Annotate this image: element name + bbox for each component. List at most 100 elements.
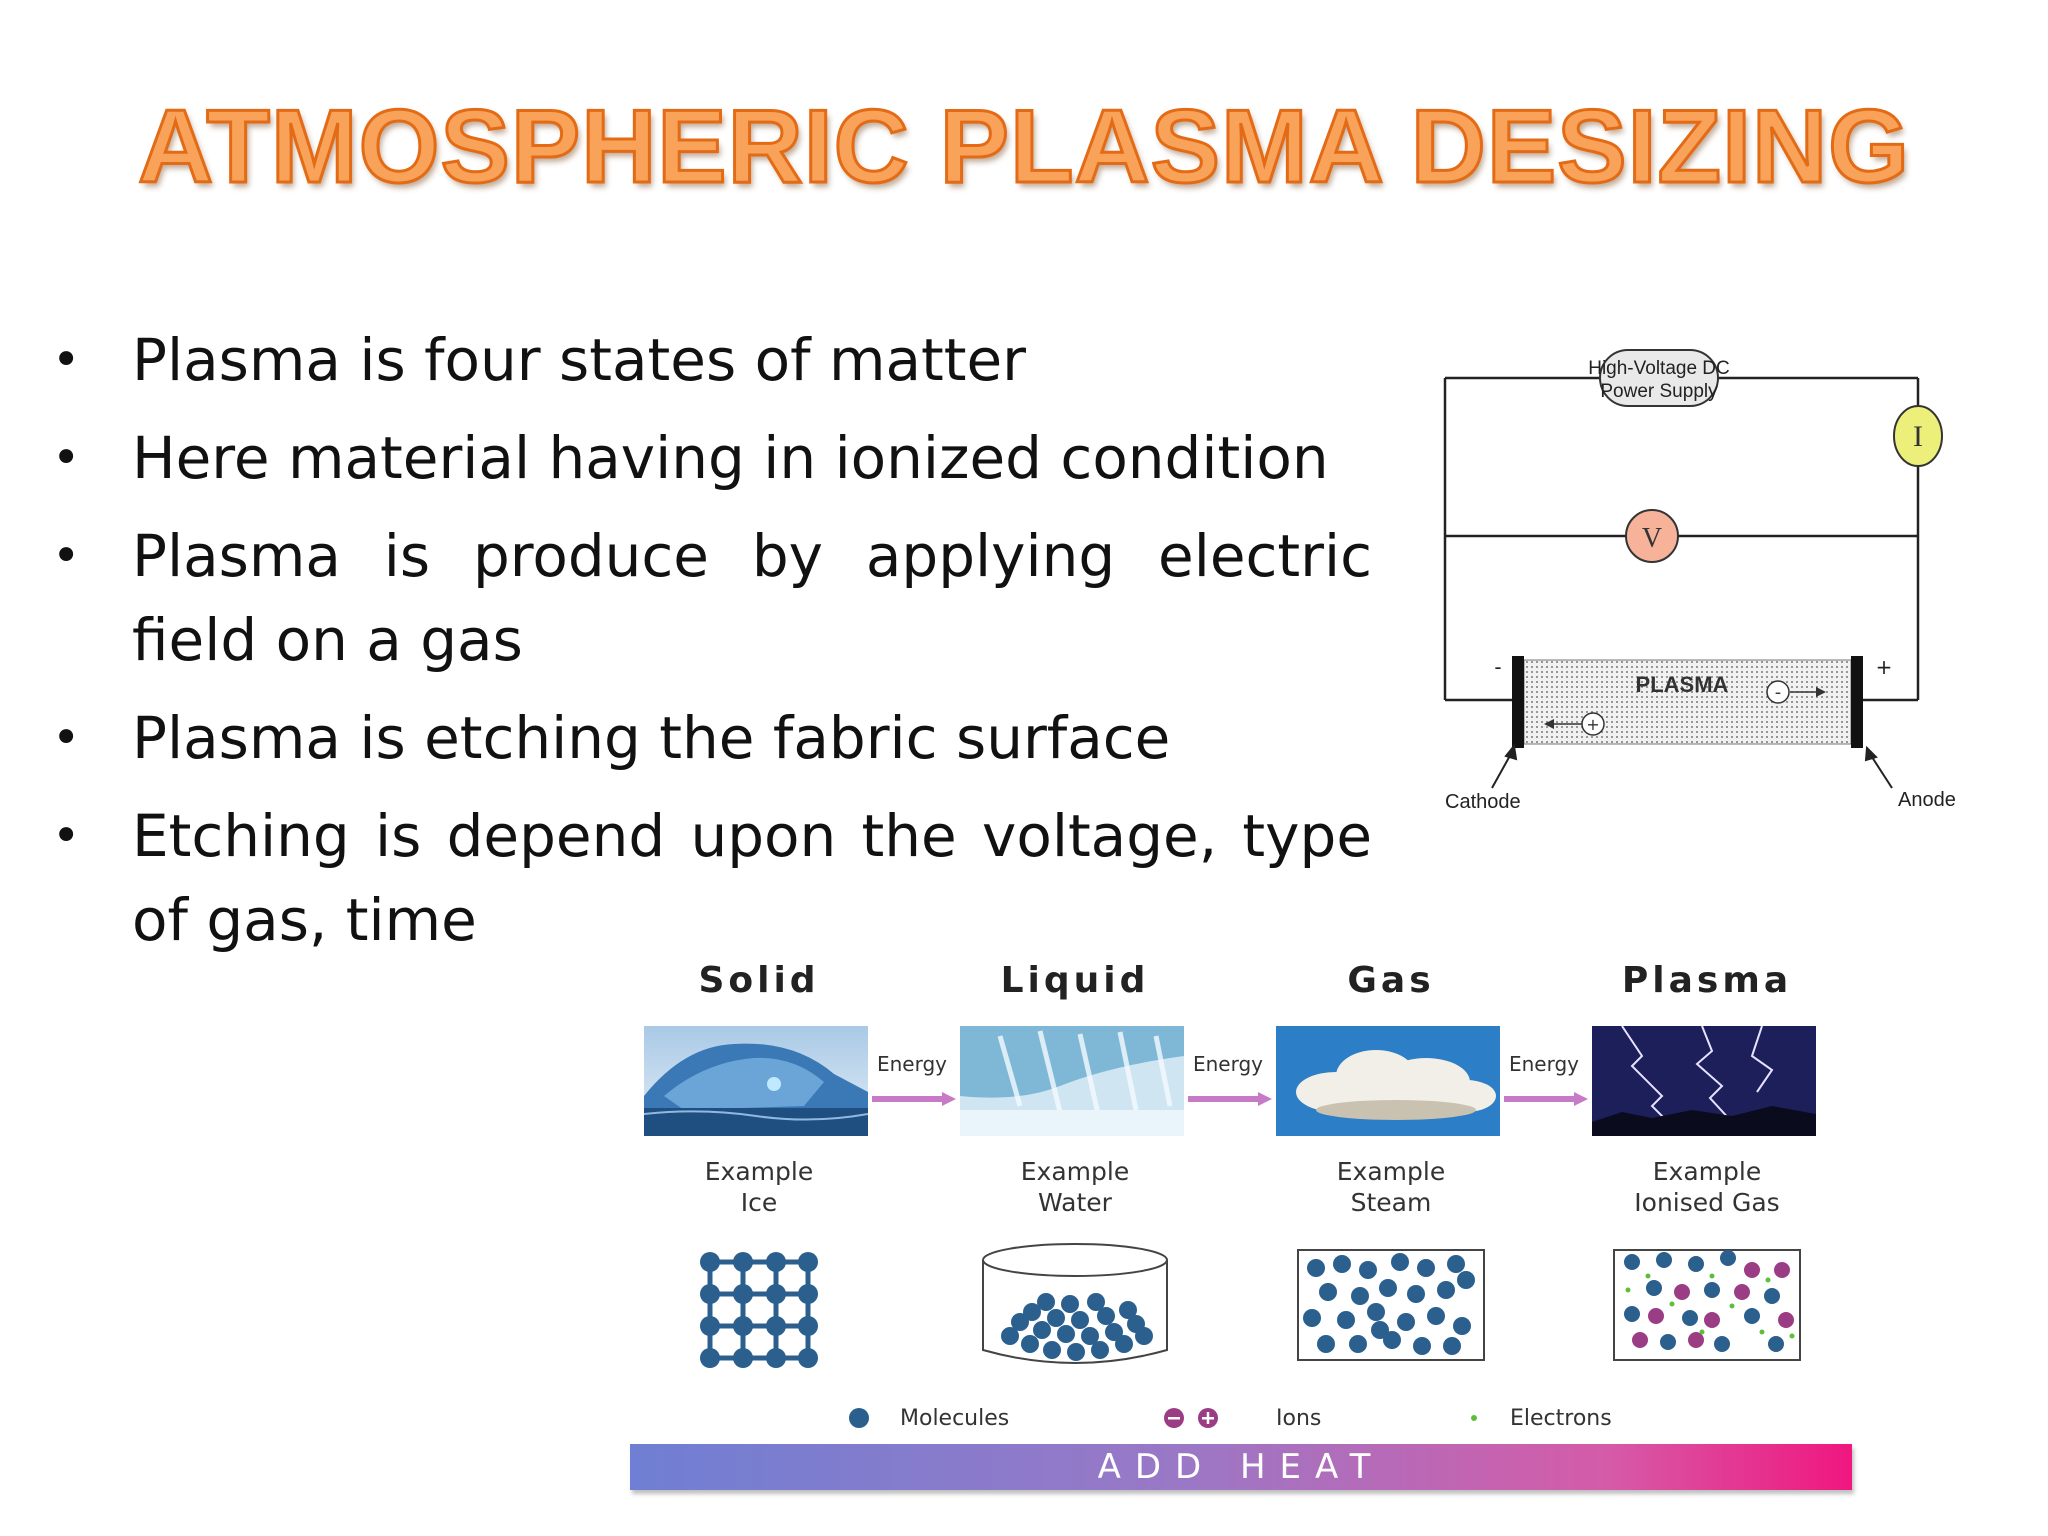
- ion-dot: [1632, 1332, 1648, 1348]
- molecule-dot: [1744, 1308, 1760, 1324]
- example-label: Example: [1336, 1157, 1446, 1186]
- molecule-dot: [1105, 1323, 1123, 1341]
- bullet-item: •Plasma is four states of matter: [52, 318, 1372, 402]
- molecule-dot: [1037, 1293, 1055, 1311]
- molecule-dot: [1660, 1334, 1676, 1350]
- current-meter-label: I: [1913, 420, 1923, 453]
- ion-dot: [1674, 1284, 1690, 1300]
- molecule-dot: [1688, 1256, 1704, 1272]
- bullet-marker: •: [52, 430, 81, 486]
- molecule-dot: [1021, 1335, 1039, 1353]
- bullet-marker: •: [52, 710, 81, 766]
- molecule-dot: [1407, 1285, 1425, 1303]
- energy-label: Energy: [1192, 1052, 1264, 1076]
- molecule-legend-icon: [849, 1408, 869, 1428]
- molecule-dot: [1646, 1280, 1662, 1296]
- molecule-dot: [1371, 1321, 1389, 1339]
- example-value: Steam: [1350, 1188, 1432, 1217]
- bullet-item: • Here material having in ionized conditi…: [52, 416, 1372, 500]
- ion-dot: [1774, 1262, 1790, 1278]
- molecule-dot: [733, 1252, 753, 1272]
- molecule-dot: [700, 1284, 720, 1304]
- energy-label: Energy: [876, 1052, 948, 1076]
- molecule-dot: [1047, 1309, 1065, 1327]
- ion-dot: [1688, 1332, 1704, 1348]
- bullet-text: Etching is depend upon the voltage, type…: [132, 802, 1372, 954]
- bullet-text: Plasma is produce by applying electric f…: [132, 522, 1372, 674]
- energy-label: Energy: [1508, 1052, 1580, 1076]
- molecule-dot: [766, 1348, 786, 1368]
- molecule-dot: [1427, 1307, 1445, 1325]
- molecule-dot: [1023, 1303, 1041, 1321]
- ion-dot: [1744, 1262, 1760, 1278]
- molecule-dot: [1337, 1311, 1355, 1329]
- molecule-dot: [1091, 1341, 1109, 1359]
- molecule-dot: [1768, 1336, 1784, 1352]
- power-supply-box: [1599, 349, 1719, 407]
- molecule-dot: [1043, 1341, 1061, 1359]
- molecule-dot: [1624, 1254, 1640, 1270]
- anode-plus: +: [1876, 655, 1893, 679]
- anode-plate: [1851, 656, 1863, 748]
- molecule-dot: [1359, 1261, 1377, 1279]
- minus-sign: -: [1775, 682, 1782, 703]
- molecule-dot: [1447, 1255, 1465, 1273]
- electron-dot: [1669, 1301, 1675, 1307]
- bullet-text: Plasma is etching the fabric surface: [132, 704, 1171, 772]
- example-label: Example: [1652, 1157, 1762, 1186]
- molecule-dot: [1057, 1325, 1075, 1343]
- electron-dot: [1759, 1329, 1765, 1335]
- molecule-dot: [1379, 1279, 1397, 1297]
- add-heat-bar: ADD HEAT: [630, 1444, 1852, 1490]
- molecule-dot: [1457, 1271, 1475, 1289]
- lightning-image: [1592, 1026, 1816, 1136]
- example-value: Ice: [740, 1188, 778, 1217]
- molecule-dot: [1097, 1307, 1115, 1325]
- molecule-dot: [766, 1284, 786, 1304]
- legend-electrons: Electrons: [1510, 1406, 1612, 1431]
- circuit-wires: [1443, 376, 1920, 702]
- ion-dot: [1704, 1312, 1720, 1328]
- molecule-dot: [1391, 1253, 1409, 1271]
- example-value: Water: [1038, 1188, 1112, 1217]
- electron-legend-icon: [1471, 1415, 1477, 1421]
- electron-dot: [1709, 1273, 1715, 1279]
- molecule-dot: [1061, 1295, 1079, 1313]
- molecule-dot: [1071, 1311, 1089, 1329]
- molecule-dot: [1011, 1313, 1029, 1331]
- bullet-text: Here material having in ionized conditio…: [132, 424, 1329, 492]
- molecule-dot: [766, 1316, 786, 1336]
- example-value: Ionised Gas: [1634, 1188, 1780, 1217]
- state-heading-solid: Solid: [698, 960, 820, 1001]
- molecule-dot: [1656, 1252, 1672, 1268]
- molecule-dot: [1081, 1327, 1099, 1345]
- anode-label: Anode: [1898, 789, 1956, 811]
- molecule-dot: [1764, 1288, 1780, 1304]
- power-supply-label-2: Power Supply: [1600, 381, 1718, 402]
- molecule-dot: [1351, 1287, 1369, 1305]
- bullet-item: •Plasma is produce by applying electric …: [52, 514, 1372, 682]
- legend-molecules: Molecules: [900, 1406, 1010, 1431]
- molecule-dot: [1624, 1306, 1640, 1322]
- anode-pointer: [1864, 745, 1893, 789]
- ion-dot: [1734, 1284, 1750, 1300]
- legend-ions: Ions: [1276, 1406, 1322, 1431]
- molecule-dot: [798, 1316, 818, 1336]
- state-heading-plasma: Plasma: [1621, 960, 1793, 1001]
- molecule-dot: [1443, 1337, 1461, 1355]
- molecule-dot: [1720, 1250, 1736, 1266]
- molecule-dot: [1682, 1310, 1698, 1326]
- molecule-dot: [1087, 1293, 1105, 1311]
- bullet-list: •Plasma is four states of matter • Here m…: [52, 318, 1372, 976]
- molecule-dot: [1417, 1259, 1435, 1277]
- energy-arrow-icon: [1504, 1092, 1588, 1106]
- ion-legend-icon: [1164, 1408, 1218, 1428]
- molecule-dot: [1317, 1335, 1335, 1353]
- molecule-dot: [1115, 1335, 1133, 1353]
- cathode-label: Cathode: [1445, 791, 1521, 813]
- electron-arrow: -: [1766, 680, 1826, 704]
- state-heading-liquid: Liquid: [1000, 960, 1150, 1001]
